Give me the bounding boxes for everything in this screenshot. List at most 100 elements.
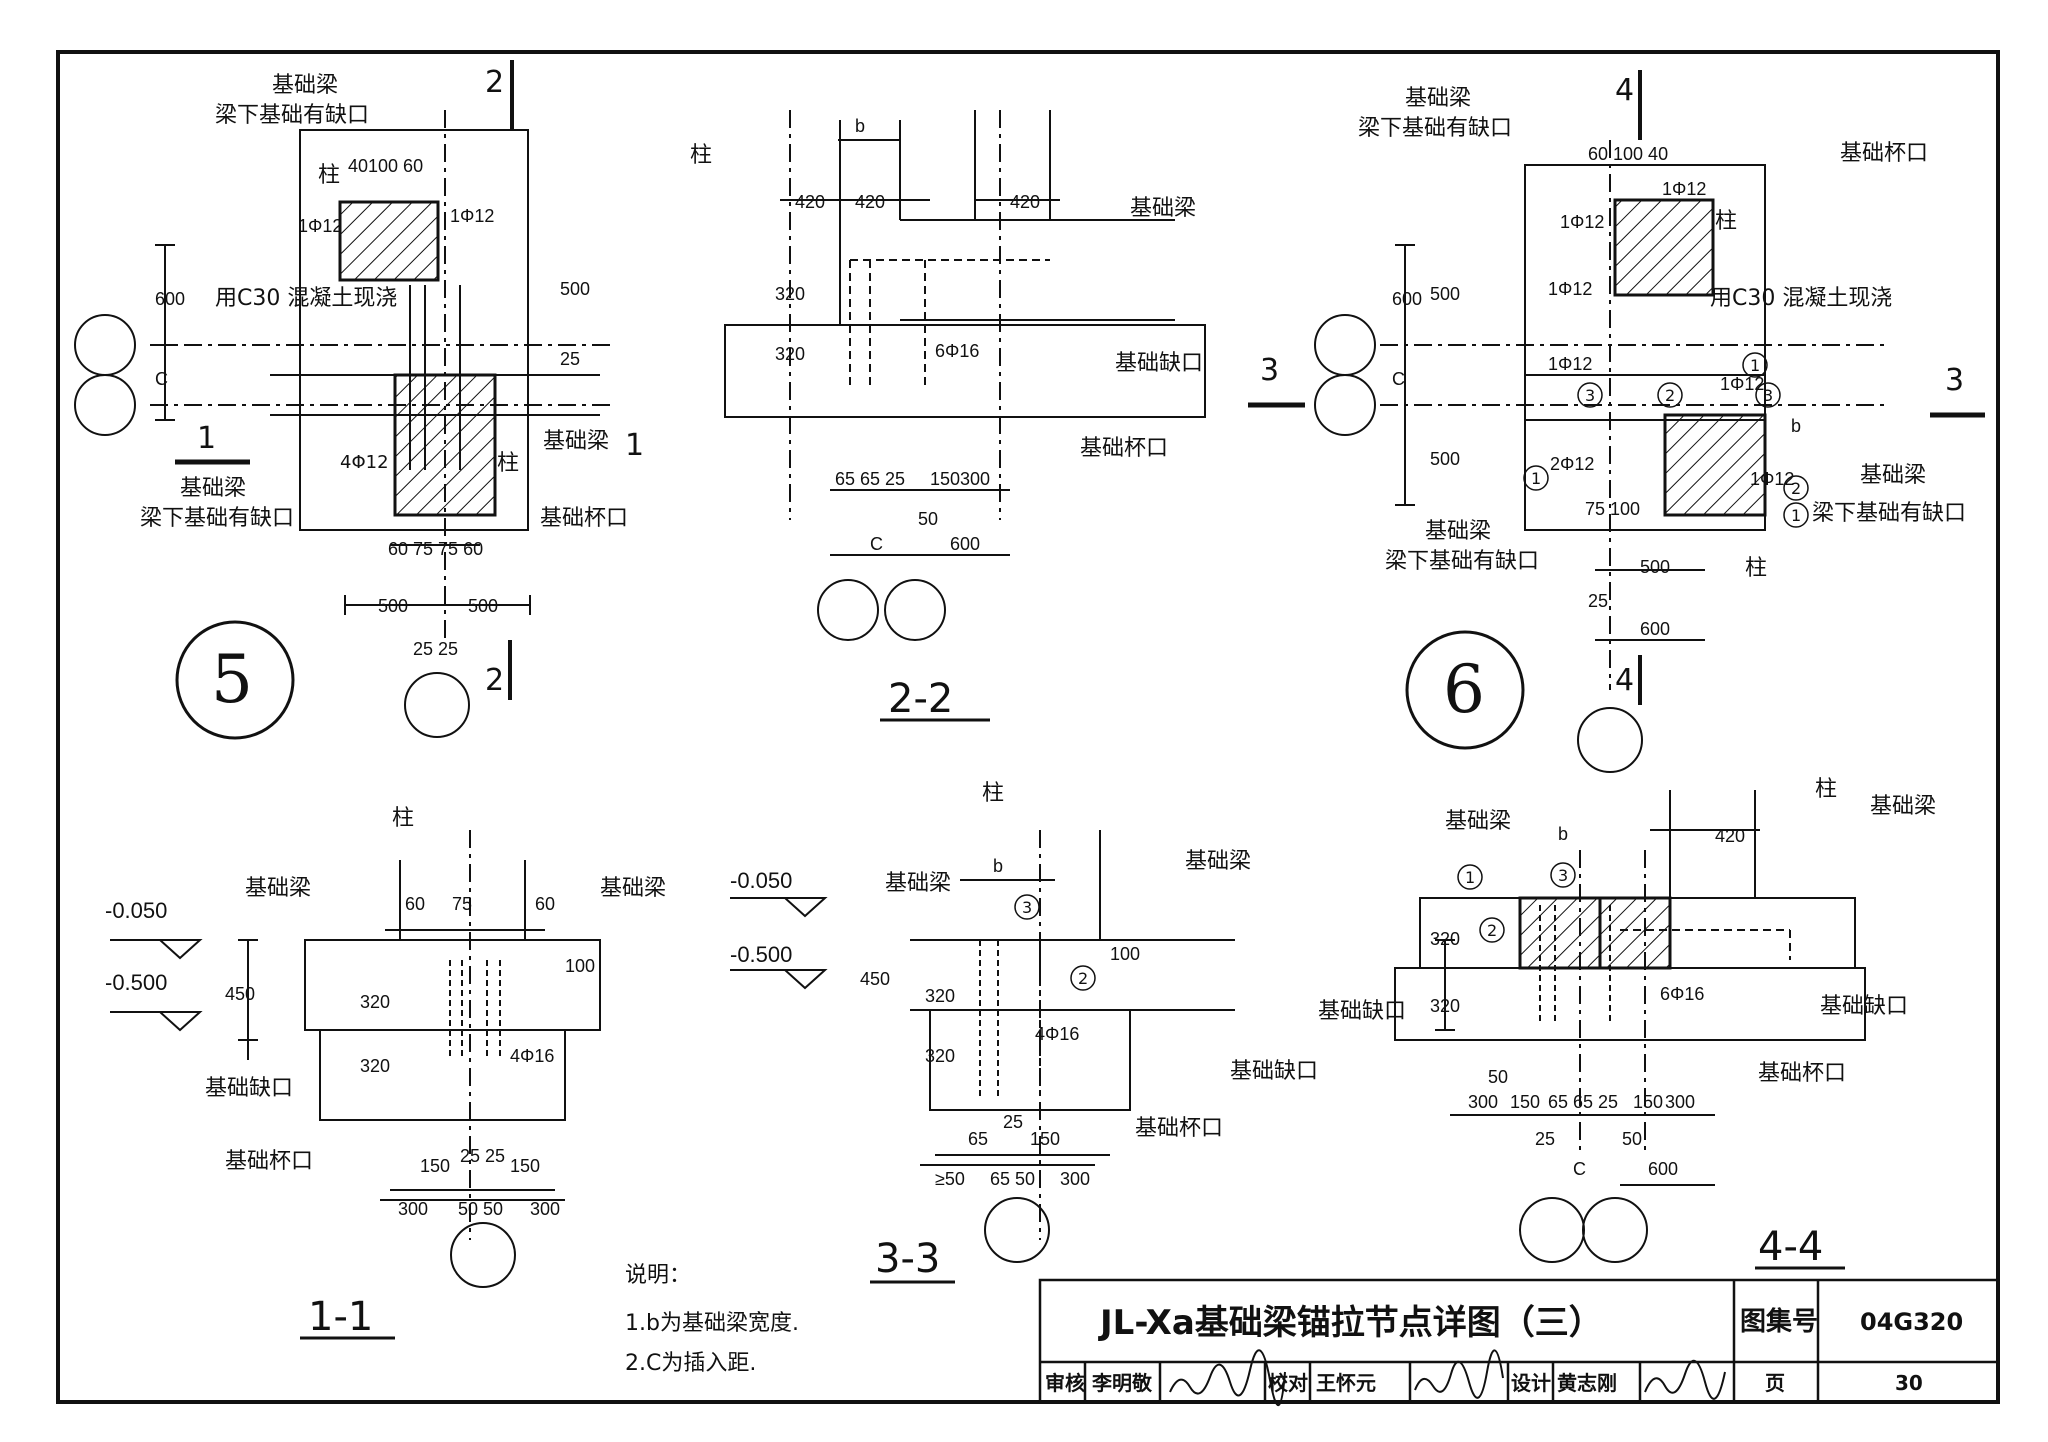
note-2: 2.C为插入距. bbox=[625, 1351, 756, 1376]
dim-6-500b: 500 bbox=[1430, 449, 1460, 469]
dim-22-600: 600 bbox=[950, 534, 980, 554]
dim-33-320a: 320 bbox=[925, 986, 955, 1006]
dim-22-c: C bbox=[870, 534, 883, 554]
section-title-1-1: 1-1 bbox=[308, 1294, 373, 1340]
label-beikou-5: 基础杯口 bbox=[540, 506, 628, 531]
label-jichuliang-6c: 基础梁 bbox=[1425, 519, 1491, 544]
section-2-2 bbox=[724, 110, 1206, 722]
label-jichuliang-11a: 基础梁 bbox=[245, 876, 311, 901]
atlas-no-label: 图集号 bbox=[1740, 1306, 1818, 1337]
label-jichuliang-44b: 基础梁 bbox=[1445, 809, 1511, 834]
dim-22-420b: 420 bbox=[855, 192, 885, 212]
dim-44-420: 420 bbox=[1715, 826, 1745, 846]
dim-22-420c: 420 bbox=[1010, 192, 1040, 212]
drawing-title: JL-Xa基础梁锚拉节点详图（三） bbox=[1098, 1303, 1603, 1343]
section-1-1 bbox=[110, 830, 601, 1340]
elev-11-a: -0.050 bbox=[105, 898, 167, 923]
dim-6-b: b bbox=[1791, 416, 1801, 436]
dim-44-6565: 65 65 25 bbox=[1548, 1092, 1618, 1112]
section-mark-4-top: 4 bbox=[1615, 73, 1634, 108]
label-jichuliang-11b: 基础梁 bbox=[600, 876, 666, 901]
dim-6-c: C bbox=[1392, 369, 1405, 389]
dim-33-25: 25 bbox=[1003, 1112, 1023, 1132]
dim-33-ge50: ≥50 bbox=[935, 1169, 965, 1189]
rebar-6d: 1Φ12 bbox=[1548, 354, 1592, 374]
dim-5-500b: 500 bbox=[468, 596, 498, 616]
dim-6-25: 25 bbox=[1588, 591, 1608, 611]
label-quekou-11: 基础缺口 bbox=[205, 1076, 293, 1101]
dim-44-150b: 150 bbox=[1633, 1092, 1663, 1112]
dim-44-320a: 320 bbox=[1430, 929, 1460, 949]
dim-33-320b: 320 bbox=[925, 1046, 955, 1066]
elev-33-b: -0.500 bbox=[730, 942, 792, 967]
dim-6-600b: 600 bbox=[1640, 619, 1670, 639]
label-liangxia-6a: 梁下基础有缺口 bbox=[1358, 116, 1512, 141]
dim-6-600: 600 bbox=[1392, 289, 1422, 309]
label-zhu-33: 柱 bbox=[982, 781, 1004, 806]
label-zhu-6b: 柱 bbox=[1745, 556, 1767, 581]
dim-5-2525: 25 25 bbox=[413, 639, 458, 659]
circle-6-1c: 1 bbox=[1791, 506, 1801, 525]
dim-5-c: C bbox=[155, 369, 168, 389]
elev-33-a: -0.050 bbox=[730, 868, 792, 893]
dim-5-top: 40100 60 bbox=[348, 156, 423, 176]
dim-44-c: C bbox=[1573, 1159, 1586, 1179]
dim-22-320b: 320 bbox=[775, 344, 805, 364]
atlas-no: 04G320 bbox=[1860, 1308, 1963, 1336]
label-jichuliang-6a: 基础梁 bbox=[1405, 86, 1471, 111]
dim-33-150: 150 bbox=[1030, 1129, 1060, 1149]
label-liangxia-5a: 梁下基础有缺口 bbox=[215, 103, 369, 128]
dim-11-300b: 300 bbox=[530, 1199, 560, 1219]
section-3-3 bbox=[730, 830, 1235, 1284]
label-jichuliang-33b: 基础梁 bbox=[1185, 849, 1251, 874]
rebar-6e: 1Φ12 bbox=[1720, 374, 1764, 394]
dim-33-450: 450 bbox=[860, 969, 890, 989]
label-zhu-6a: 柱 bbox=[1715, 209, 1737, 234]
dim-11-320b: 320 bbox=[360, 1056, 390, 1076]
label-quekou-22: 基础缺口 bbox=[1115, 351, 1203, 376]
dim-11-150b: 150 bbox=[510, 1156, 540, 1176]
page-label: 页 bbox=[1765, 1371, 1785, 1395]
section-mark-4-bottom: 4 bbox=[1615, 663, 1634, 698]
rebar-5a: 1Φ12 bbox=[298, 216, 342, 236]
checker-signature bbox=[1414, 1349, 1504, 1399]
label-beikou-22: 基础杯口 bbox=[1080, 436, 1168, 461]
dim-22-150: 150 bbox=[930, 469, 960, 489]
label-c30-5: 用C30 混凝土现浇 bbox=[215, 286, 397, 311]
label-jichuliang-5c: 基础梁 bbox=[180, 476, 246, 501]
rebar-5c: 4Φ12 bbox=[340, 452, 389, 473]
label-quekou-33: 基础缺口 bbox=[1230, 1059, 1318, 1084]
label-beikou-11: 基础杯口 bbox=[225, 1149, 313, 1174]
dim-33-65: 65 bbox=[968, 1129, 988, 1149]
dim-44-300a: 300 bbox=[1468, 1092, 1498, 1112]
dim-33-b: b bbox=[993, 856, 1003, 876]
title-block bbox=[1038, 1278, 2000, 1404]
circle-44-1: 1 bbox=[1465, 868, 1475, 887]
label-jichuliang-5b: 基础梁 bbox=[543, 429, 609, 454]
rebar-33: 4Φ16 bbox=[1035, 1024, 1079, 1044]
detail-number-6: 6 bbox=[1443, 651, 1485, 728]
sheet-border bbox=[56, 50, 2000, 1404]
elev-11-b: -0.500 bbox=[105, 970, 167, 995]
detail-6 bbox=[1248, 70, 1985, 773]
dim-6-500c: 500 bbox=[1640, 557, 1670, 577]
dim-11-320a: 320 bbox=[360, 992, 390, 1012]
review-label: 审核 bbox=[1045, 1371, 1085, 1395]
circle-6-3b: 3 bbox=[1585, 386, 1595, 405]
label-quekou-44a: 基础缺口 bbox=[1318, 999, 1406, 1024]
rebar-44: 6Φ16 bbox=[1660, 984, 1704, 1004]
dim-11-5050: 50 50 bbox=[458, 1199, 503, 1219]
section-title-4-4: 4-4 bbox=[1758, 1224, 1823, 1270]
dim-6-500a: 500 bbox=[1430, 284, 1460, 304]
section-mark-1-right: 1 bbox=[625, 428, 644, 463]
dim-22-420a: 420 bbox=[795, 192, 825, 212]
dim-33-300: 300 bbox=[1060, 1169, 1090, 1189]
dim-5-500: 500 bbox=[560, 279, 590, 299]
dim-33-100: 100 bbox=[1110, 944, 1140, 964]
dim-44-b: b bbox=[1558, 824, 1568, 844]
dim-22-300: 300 bbox=[960, 469, 990, 489]
dim-11-2525: 25 25 bbox=[460, 1146, 505, 1166]
dim-22-b: b bbox=[855, 116, 865, 136]
reviewer-signature bbox=[1169, 1349, 1286, 1406]
